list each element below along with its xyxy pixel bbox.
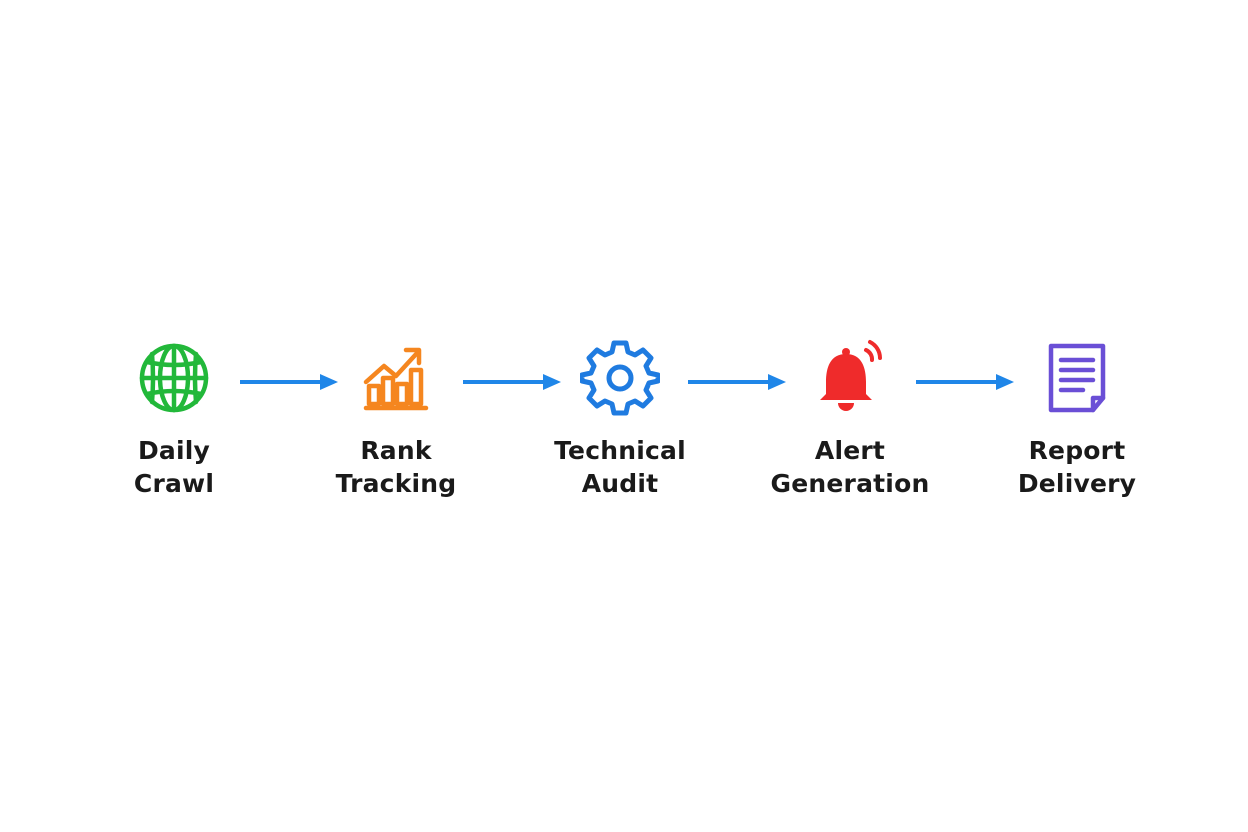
step-label: Rank Tracking [296, 434, 496, 500]
step-report-delivery: Report Delivery [977, 338, 1177, 500]
step-rank-tracking: Rank Tracking [296, 338, 496, 500]
step-technical-audit: Technical Audit [520, 338, 720, 500]
step-label-line1: Daily [137, 436, 211, 465]
step-label-line2: Delivery [1017, 469, 1137, 498]
step-label-line2: Audit [581, 469, 659, 498]
bell-alert-icon [820, 340, 882, 411]
growth-chart-icon [363, 347, 429, 411]
step-label-line2: Crawl [133, 469, 215, 498]
step-label-line1: Technical [554, 436, 686, 465]
step-label: Report Delivery [977, 434, 1177, 500]
flow-arrow [688, 374, 786, 390]
step-label-line1: Report [1028, 436, 1126, 465]
step-label: Alert Generation [750, 434, 950, 500]
flow-arrow [916, 374, 1014, 390]
document-icon [1048, 343, 1106, 413]
step-label-line2: Generation [770, 469, 930, 498]
step-label: Daily Crawl [74, 434, 274, 500]
step-label-line1: Alert [814, 436, 886, 465]
flow-arrow [463, 374, 561, 390]
step-label: Technical Audit [520, 434, 720, 500]
gear-icon [580, 340, 660, 416]
step-label-line2: Tracking [335, 469, 457, 498]
step-daily-crawl: Daily Crawl [74, 338, 274, 500]
globe-icon [139, 343, 209, 413]
step-label-line1: Rank [360, 436, 432, 465]
flow-arrow [240, 374, 338, 390]
step-alert-generation: Alert Generation [750, 338, 950, 500]
